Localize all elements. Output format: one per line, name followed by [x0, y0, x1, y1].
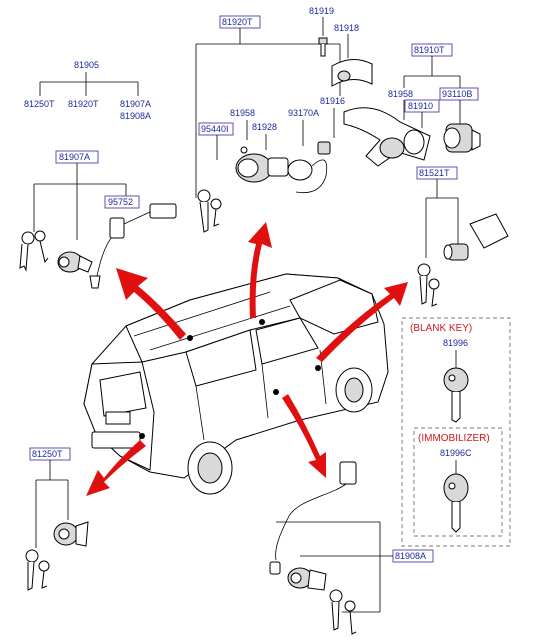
label-81521T: 81521T [419, 168, 450, 178]
screw-icon [318, 37, 328, 57]
label-81908A: 81908A [120, 111, 151, 121]
label-immobilizer: (IMMOBILIZER) [418, 433, 490, 444]
label-81958-b: 81958 [388, 89, 413, 99]
key-icon [417, 263, 440, 307]
key-box: (BLANK KEY) 81996 (IMMOBILIZER) 81996C [401, 317, 511, 547]
label-81958-a: 81958 [230, 108, 255, 118]
tailgate-latch-icon [53, 521, 89, 547]
door-lock-cylinder-icon [57, 251, 93, 273]
group-81250T: 81250T [25, 447, 89, 591]
key-icon [19, 230, 49, 272]
front-wheel-icon [335, 367, 373, 413]
door-lock-cylinder-icon [269, 561, 327, 591]
door-cable-icon [275, 461, 357, 561]
rear-wheel-icon [187, 441, 233, 495]
arrow-to-81521T [316, 282, 408, 362]
steering-lock-housing-icon [343, 107, 431, 167]
label-81920T: 81920T [68, 99, 99, 109]
label-81928: 81928 [252, 122, 277, 132]
label-81907A: 81907A [120, 99, 151, 109]
blank-key-icon [443, 367, 469, 423]
label-81910T-top: 81910T [414, 45, 445, 55]
group-81908A: 81908A [269, 461, 434, 635]
label-blank-key: (BLANK KEY) [410, 323, 472, 334]
label-93170A: 93170A [288, 108, 319, 118]
immobilizer-coil-icon [287, 141, 331, 194]
label-93110B: 93110B [442, 89, 472, 99]
arrow-to-81908A [282, 394, 326, 478]
tailgate-lock-cylinder-icon [443, 213, 509, 261]
label-81908A-box: 81908A [395, 551, 426, 561]
label-95752: 95752 [108, 197, 133, 207]
arrow-to-81920T [248, 222, 272, 318]
suv-car-illustration [83, 273, 389, 495]
label-81919: 81919 [309, 6, 334, 16]
group-81521T: 81521T [416, 166, 509, 307]
label-81920T-top: 81920T [222, 17, 253, 27]
label-box-95752 [104, 195, 140, 209]
group-81910T: 81910T 81958 93110B 81910 [343, 43, 481, 167]
key-icon [329, 589, 357, 635]
label-box-93110B [439, 87, 479, 101]
label-81996: 81996 [443, 338, 468, 348]
label-81916: 81916 [320, 96, 345, 106]
label-95440I: 95440I [201, 124, 229, 134]
label-81907A-box: 81907A [59, 152, 90, 162]
ignition-switch-icon [235, 146, 289, 183]
bracket-icon [331, 59, 373, 87]
immobilizer-key-icon [443, 473, 469, 533]
key-icon [25, 549, 50, 591]
label-81250T-box: 81250T [32, 449, 63, 459]
sensor-cable-icon [89, 203, 177, 289]
ignition-key-icon [197, 189, 222, 233]
label-81996C: 81996C [440, 448, 472, 458]
label-81910: 81910 [408, 101, 433, 111]
arrow-to-81907A [116, 268, 186, 340]
label-81905: 81905 [74, 60, 99, 70]
label-box-95440I [198, 122, 234, 136]
arrow-to-81250T [86, 440, 146, 496]
group-81905: 81905 81250T 81920T 81907A 81908A [24, 60, 151, 121]
label-81250T: 81250T [24, 99, 55, 109]
label-81918: 81918 [334, 23, 359, 33]
group-81920T: 81920T 81919 81918 81958 95440I 81928 93… [195, 6, 373, 233]
group-81907A: 81907A 95752 [19, 150, 177, 289]
ignition-switch-module-icon [443, 123, 481, 153]
